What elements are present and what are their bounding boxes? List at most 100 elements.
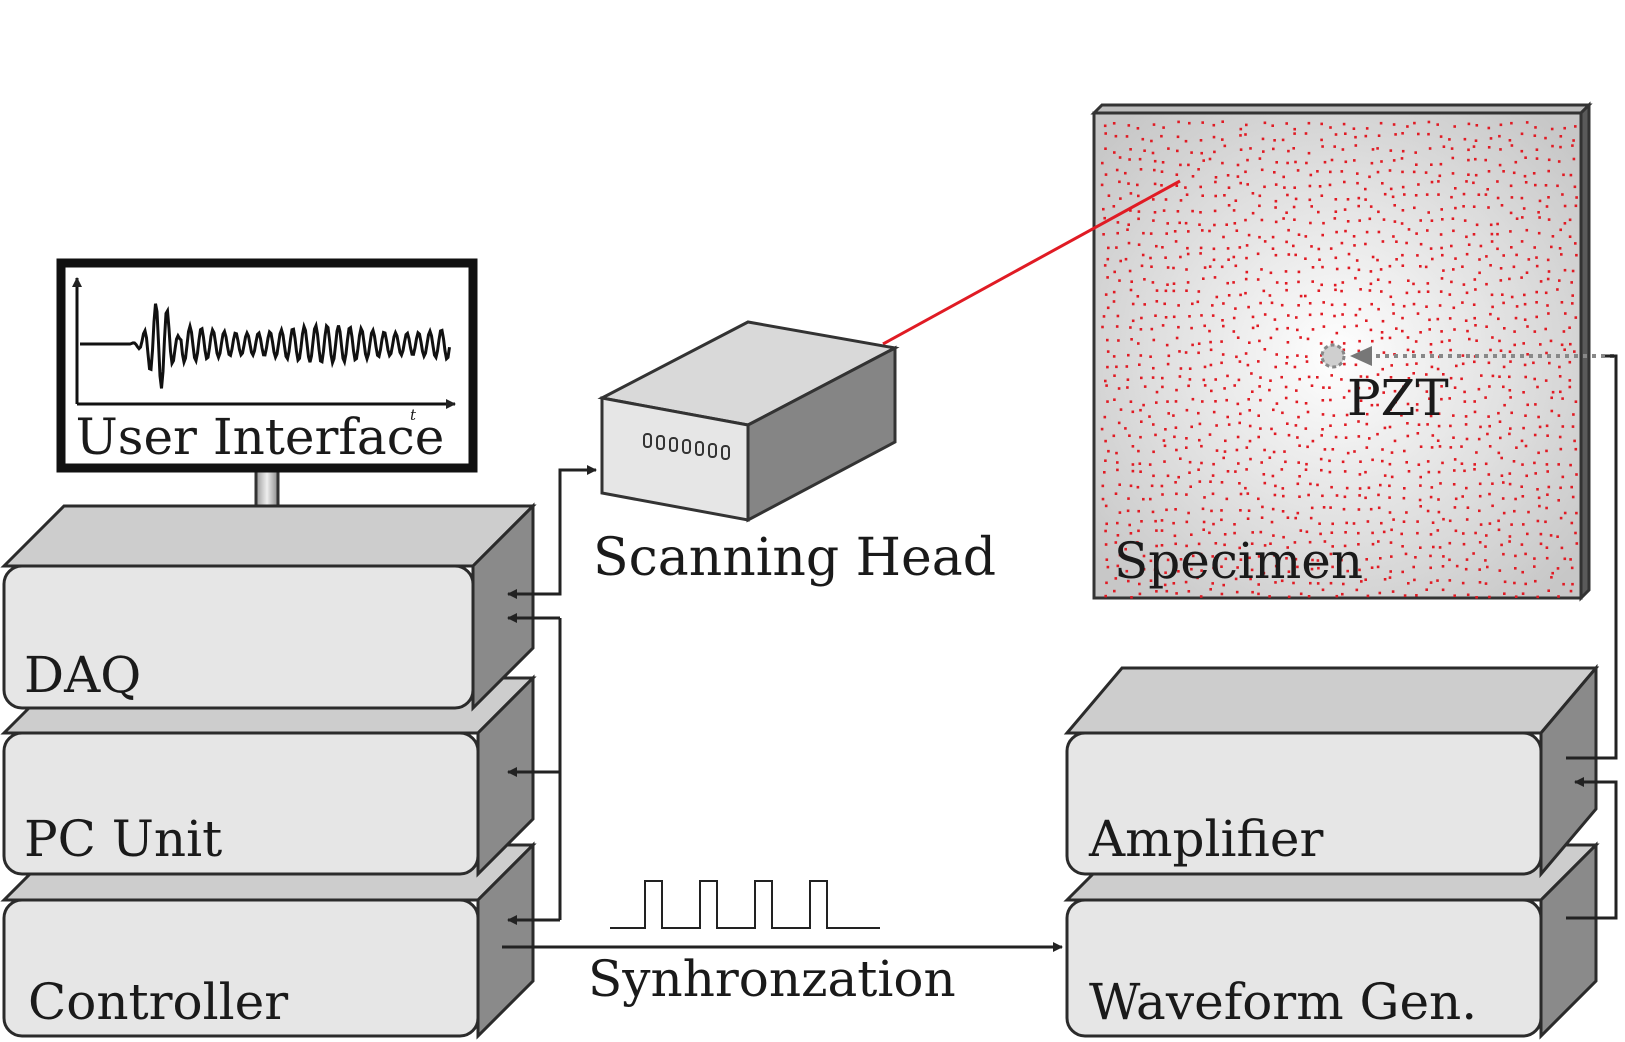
scan-point: [1380, 336, 1384, 340]
scan-point: [1198, 480, 1202, 483]
scan-point: [1544, 291, 1548, 295]
scan-point: [1537, 231, 1541, 235]
scan-point: [1258, 194, 1262, 198]
scan-point: [1407, 377, 1411, 380]
scan-point: [1188, 121, 1191, 125]
scan-point: [1356, 172, 1359, 175]
scan-point: [1112, 205, 1116, 208]
scan-point: [1166, 362, 1170, 366]
scan-point: [1197, 468, 1200, 471]
scan-point: [1342, 507, 1346, 511]
scan-point: [1185, 268, 1188, 271]
scan-point: [1546, 258, 1550, 262]
scan-point: [1189, 485, 1192, 488]
scan-point: [1376, 403, 1379, 407]
scan-point: [1538, 504, 1541, 508]
scan-point: [1354, 276, 1357, 280]
scan-point: [1357, 420, 1360, 423]
scan-point: [1248, 409, 1251, 412]
scan-point: [1263, 544, 1267, 547]
user-interface-label: User Interface: [76, 408, 445, 466]
scan-point: [1274, 183, 1278, 186]
scan-point: [1545, 546, 1549, 549]
scan-point: [1162, 209, 1166, 212]
scan-point: [1283, 450, 1286, 453]
scan-point: [1309, 581, 1312, 585]
scan-point: [1105, 384, 1108, 387]
scan-point: [1475, 223, 1479, 227]
scan-point: [1304, 257, 1307, 260]
scan-point: [1568, 235, 1572, 238]
scan-point: [1448, 397, 1451, 400]
scan-point: [1334, 210, 1338, 213]
scan-point: [1211, 304, 1214, 307]
scan-point: [1186, 246, 1189, 250]
scan-point: [1213, 276, 1217, 279]
scan-point: [1415, 232, 1418, 235]
scan-point: [1509, 396, 1512, 399]
scan-point: [1235, 590, 1239, 594]
scan-point: [1236, 402, 1240, 406]
scan-point: [1524, 375, 1527, 379]
scan-point: [1127, 353, 1130, 357]
scan-point: [1437, 193, 1440, 196]
pzt-arrow-icon: [1350, 346, 1372, 366]
scan-point: [1550, 576, 1553, 579]
scan-point: [1452, 414, 1455, 417]
scan-point: [1388, 576, 1392, 579]
scan-point: [1547, 158, 1551, 162]
scan-point: [1472, 145, 1476, 148]
scan-point: [1131, 319, 1135, 323]
scan-point: [1209, 480, 1212, 483]
scan-point: [1412, 302, 1416, 306]
scan-point: [1358, 219, 1361, 222]
scan-point: [1570, 521, 1574, 525]
scan-point: [1508, 482, 1512, 486]
scan-point: [1139, 328, 1143, 331]
scan-point: [1175, 173, 1179, 176]
scan-point: [1178, 221, 1181, 225]
scan-point: [1462, 532, 1465, 535]
scan-point: [1268, 294, 1272, 297]
scan-point: [1512, 171, 1516, 175]
scan-point: [1451, 156, 1455, 160]
scan-point: [1272, 408, 1275, 412]
scan-point: [1214, 542, 1218, 545]
scan-point: [1499, 123, 1503, 127]
scan-point: [1430, 486, 1434, 489]
scan-point: [1321, 413, 1325, 416]
scan-point: [1263, 448, 1266, 452]
scan-point: [1304, 468, 1308, 471]
scan-point: [1130, 280, 1133, 283]
scan-point: [1453, 506, 1457, 509]
scan-point: [1478, 509, 1481, 513]
scan-point: [1105, 581, 1108, 585]
scan-point: [1474, 157, 1477, 161]
scan-point: [1222, 235, 1225, 239]
scan-point: [1546, 277, 1550, 281]
scan-point: [1520, 196, 1524, 200]
scan-point: [1453, 458, 1457, 461]
scan-point: [1131, 463, 1135, 466]
scan-point: [1406, 434, 1410, 438]
connections-left: [502, 465, 1063, 952]
scan-point: [1392, 518, 1395, 521]
scan-point: [1285, 362, 1288, 365]
scan-point: [1526, 403, 1529, 407]
scan-point: [1251, 326, 1255, 330]
scan-point: [1522, 523, 1525, 526]
scan-point: [1179, 558, 1183, 561]
scan-point: [1520, 240, 1524, 243]
scan-point: [1308, 184, 1312, 188]
scan-point: [1575, 542, 1579, 545]
scan-point: [1172, 414, 1175, 417]
scan-point: [1286, 326, 1289, 330]
scan-point: [1296, 328, 1299, 332]
scan-point: [1129, 192, 1133, 195]
scan-point: [1538, 425, 1542, 429]
scan-point: [1550, 245, 1553, 249]
scan-point: [1150, 265, 1153, 268]
scan-point: [1527, 258, 1531, 261]
scan-point: [1274, 199, 1278, 203]
